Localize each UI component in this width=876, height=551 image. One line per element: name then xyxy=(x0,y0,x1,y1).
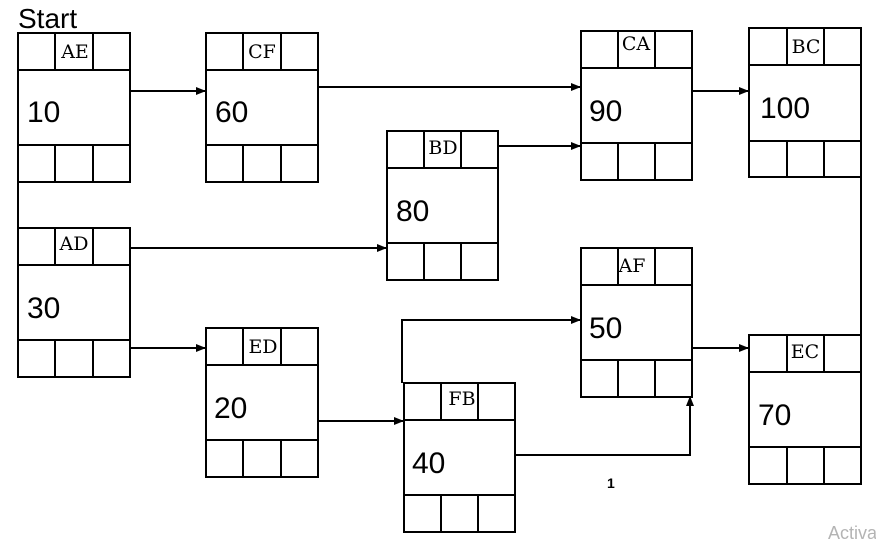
note-label: 1 xyxy=(607,475,615,491)
node-ad-code: AD xyxy=(59,233,89,255)
edge-fb-af-bottom xyxy=(515,396,694,456)
watermark-text: Activa xyxy=(828,523,876,543)
start-label: Start xyxy=(18,3,77,34)
node-ad-value: 30 xyxy=(27,292,60,325)
node-af-code: AF xyxy=(618,255,646,277)
node-af: AF 50 xyxy=(580,247,693,398)
node-af-value: 50 xyxy=(589,312,622,345)
node-bd-value: 80 xyxy=(396,195,429,228)
node-ae-code: AE xyxy=(60,41,89,63)
node-bc: BC 100 xyxy=(748,27,862,178)
node-bc-value: 100 xyxy=(760,92,810,125)
node-cf: CF 60 xyxy=(205,32,319,183)
edge-fb-af xyxy=(401,316,581,383)
node-ae: AE 10 xyxy=(17,32,131,183)
node-cf-code: CF xyxy=(248,41,276,63)
node-ec-value: 70 xyxy=(758,399,791,432)
node-ad: AD 30 xyxy=(17,227,131,378)
node-bd: BD 80 xyxy=(386,130,499,281)
node-ca-code: CA xyxy=(622,33,651,55)
node-ca: CA 90 xyxy=(580,30,693,181)
node-fb: FB 40 xyxy=(403,382,516,533)
node-ed-value: 20 xyxy=(214,392,247,425)
node-fb-code: FB xyxy=(448,388,475,410)
node-ed: ED 20 xyxy=(205,327,319,478)
node-ed-code: ED xyxy=(248,336,277,358)
node-bc-code: BC xyxy=(792,36,821,58)
node-ec: EC 70 xyxy=(748,334,862,485)
node-ec-code: EC xyxy=(791,341,819,363)
node-ae-value: 10 xyxy=(27,96,60,129)
node-fb-value: 40 xyxy=(412,447,445,480)
node-bd-code: BD xyxy=(428,137,457,159)
node-ca-value: 90 xyxy=(589,95,622,128)
node-cf-value: 60 xyxy=(215,96,248,129)
